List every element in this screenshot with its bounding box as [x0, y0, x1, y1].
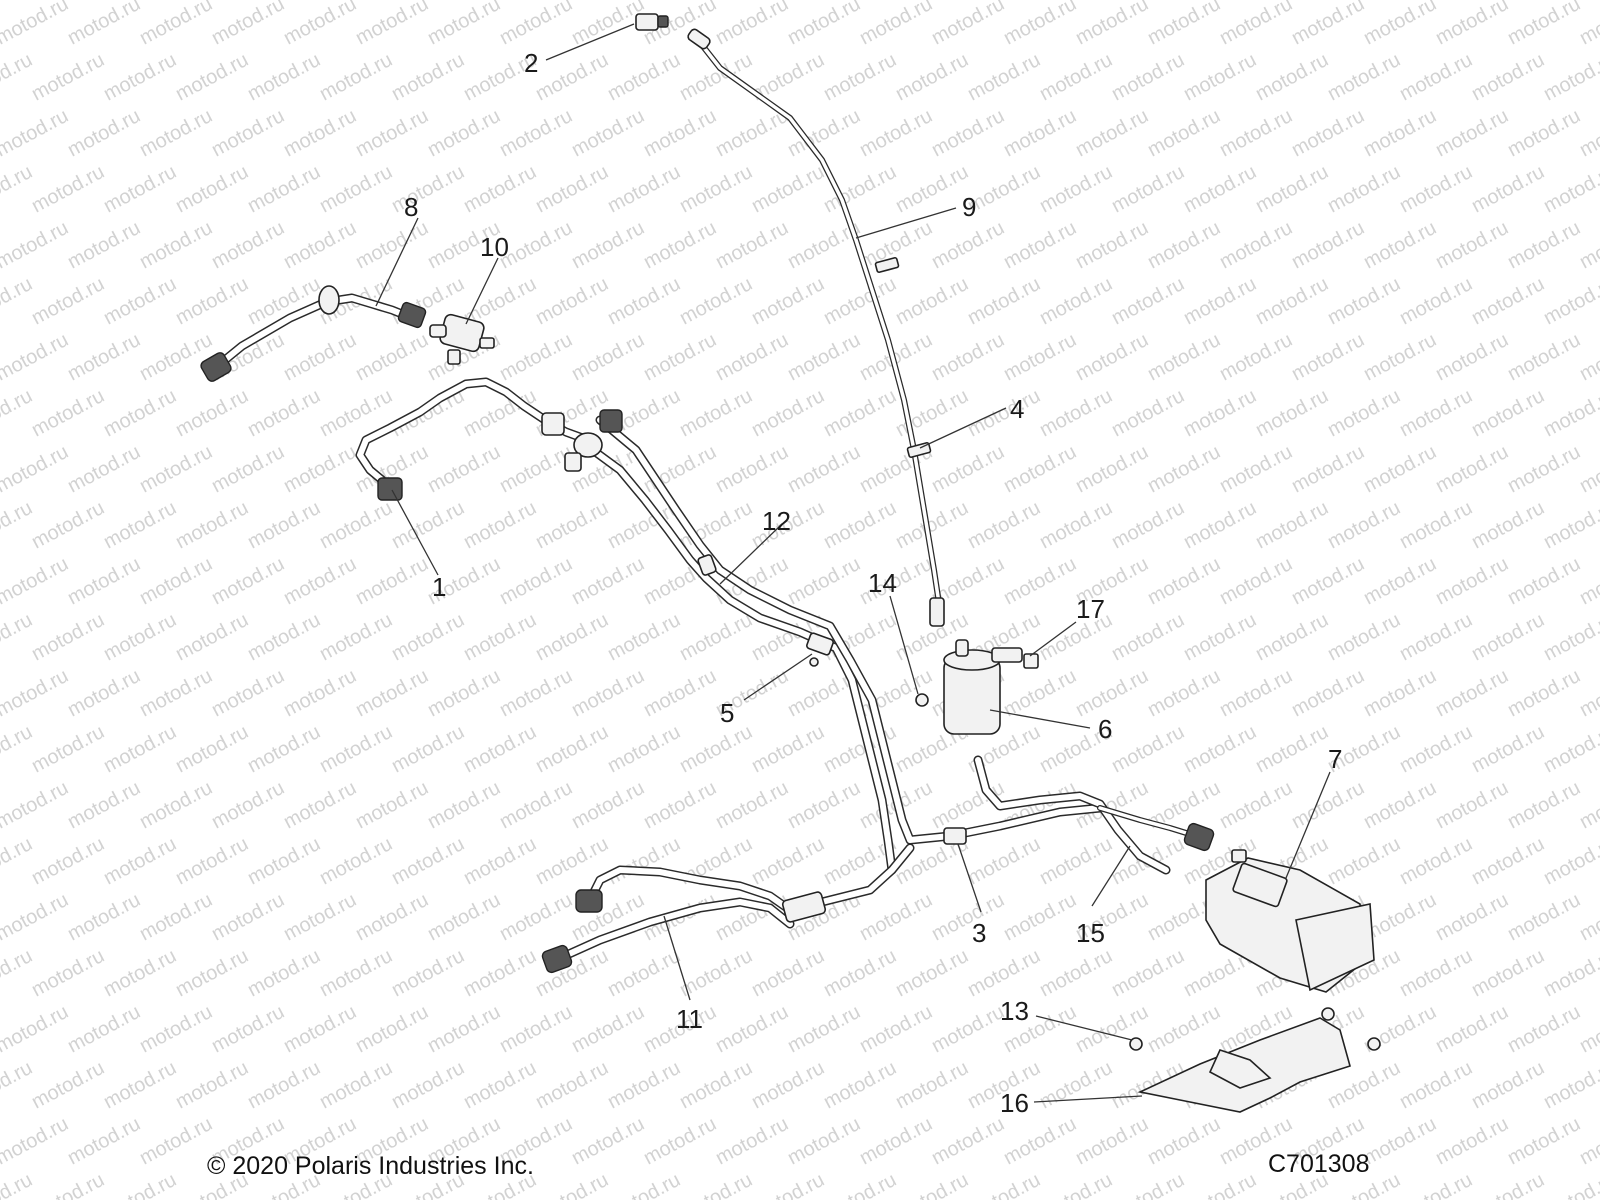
callout-14: 14 — [868, 568, 897, 598]
callout-13: 13 — [1000, 996, 1029, 1026]
callout-10: 10 — [480, 232, 509, 262]
part-3-clip — [943, 827, 967, 845]
callout-2: 2 — [524, 48, 538, 78]
callout-6: 6 — [1098, 714, 1112, 744]
part-4-clips — [874, 256, 932, 459]
part-9-vent-line — [687, 28, 945, 627]
callout-12: 12 — [762, 506, 791, 536]
leader-lines — [375, 23, 1331, 1103]
part-13-screws — [1129, 1007, 1381, 1051]
callout-16: 16 — [1000, 1088, 1029, 1118]
callout-8: 8 — [404, 192, 418, 222]
callout-7: 7 — [1328, 744, 1342, 774]
part-8-hose — [200, 285, 427, 382]
callout-3: 3 — [972, 918, 986, 948]
callout-labels: 1 2 3 4 5 6 7 8 9 10 11 12 13 14 15 16 1… — [404, 48, 1342, 1118]
part-1-tube-loop — [355, 377, 593, 501]
part-10-valve — [429, 313, 495, 365]
callout-15: 15 — [1076, 918, 1105, 948]
figure-code: C701308 — [1268, 1150, 1370, 1178]
part-2-fitting — [635, 13, 669, 31]
part-5-clip — [806, 632, 834, 667]
callout-17: 17 — [1076, 594, 1105, 624]
callout-4: 4 — [1010, 394, 1024, 424]
part-7-canister — [1205, 849, 1375, 993]
callout-1: 1 — [432, 572, 446, 602]
part-14-screw — [915, 693, 929, 707]
part-11-lower-tubes — [541, 843, 915, 974]
part-6-filter — [943, 639, 1023, 735]
callout-9: 9 — [962, 192, 976, 222]
callout-5: 5 — [720, 698, 734, 728]
part-15-hose — [973, 755, 1215, 875]
callout-11: 11 — [676, 1004, 703, 1034]
part-17-clip — [1023, 653, 1039, 669]
copyright-text: © 2020 Polaris Industries Inc. — [207, 1152, 534, 1180]
part-16-bracket — [1137, 1017, 1351, 1113]
